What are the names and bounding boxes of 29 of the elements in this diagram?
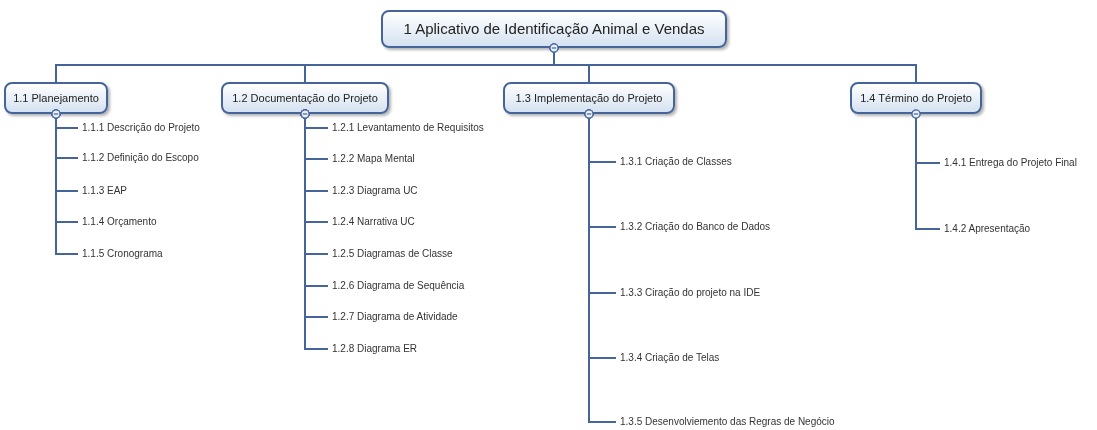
task-label: 1.2.2 Mapa Mental (332, 151, 415, 167)
phase-box: 1.3 Implementação do Projeto (503, 82, 675, 114)
task-label: 1.3.5 Desenvolviemento das Regras de Negócio (620, 414, 835, 430)
task-label: 1.2.3 Diagrama UC (332, 183, 418, 199)
task-label: 1.2.8 Diagrama ER (332, 341, 418, 357)
task-label: 1.4.1 Entrega do Projeto Final (944, 155, 1077, 171)
task-label: 1.1.3 EAP (82, 183, 128, 199)
task-label: 1.1.4 Orçamento (82, 214, 157, 230)
task-label: 1.3.2 Criação do Banco de Dados (620, 219, 771, 235)
task-label: 1.2.4 Narrativa UC (332, 214, 415, 230)
task-label: 1.3.3 Ciração do projeto na IDE (620, 285, 761, 301)
connector-line (584, 109, 617, 423)
phase-box: 1.2 Documentação do Projeto (221, 82, 389, 114)
task-label: 1.1.2 Definição do Escopo (82, 150, 199, 166)
task-label: 1.3.1 Criação de Classes (620, 154, 732, 170)
connector-line (51, 109, 79, 255)
phase-box: 1.1 Planejamento (4, 82, 108, 114)
task-label: 1.2.6 Diagrama de Sequência (332, 278, 465, 294)
task-label: 1.3.4 Criação de Telas (620, 350, 720, 366)
task-label: 1.4.2 Apresentação (944, 221, 1031, 237)
root-box: 1 Aplicativo de Identificação Animal e Vendas (381, 10, 727, 48)
task-label: 1.2.5 Diagramas de Classe (332, 246, 453, 262)
task-label: 1.2.1 Levantamento de Requisitos (332, 120, 484, 136)
phase-box: 1.4 Término do Projeto (850, 82, 982, 114)
task-label: 1.2.7 Diagrama de Atividade (332, 309, 458, 325)
task-label: 1.1.5 Cronograma (82, 246, 163, 262)
connector-line (911, 109, 941, 230)
task-label: 1.1.1 Descrição do Projeto (82, 120, 200, 136)
connector-line (549, 43, 917, 83)
